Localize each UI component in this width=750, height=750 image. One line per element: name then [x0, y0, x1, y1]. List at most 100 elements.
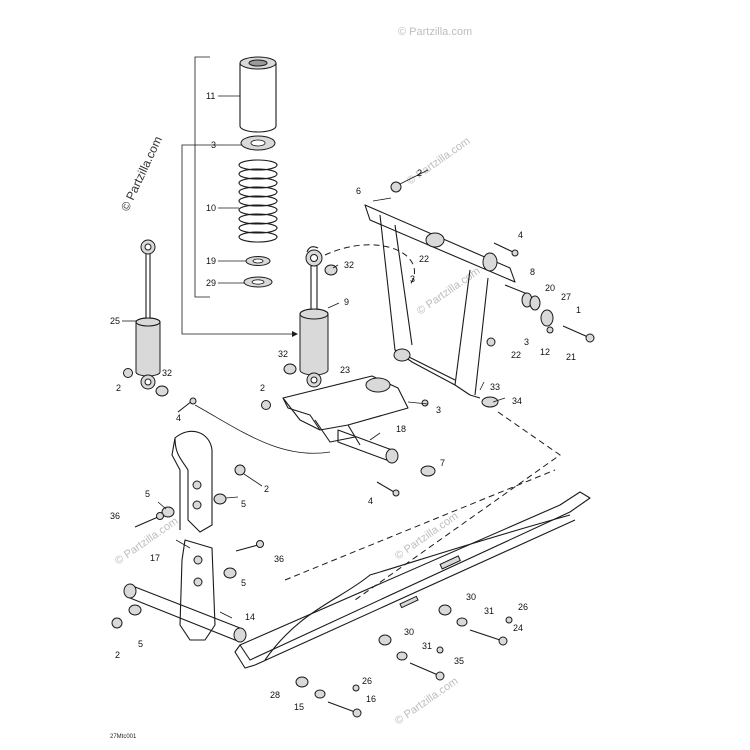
callout-2: 2 — [260, 383, 265, 393]
brand-watermark: © Partzilla.com — [118, 134, 165, 213]
nut-2-center — [261, 400, 271, 410]
shaft-8 — [504, 284, 533, 308]
callout-16: 16 — [366, 694, 376, 704]
bolt-4-center — [376, 481, 400, 497]
callout-8: 8 — [530, 267, 535, 277]
callout-28: 28 — [270, 690, 280, 700]
callout-34: 34 — [512, 396, 522, 406]
callout-20: 20 — [545, 283, 555, 293]
bolts-36 — [134, 512, 264, 552]
callout-2: 2 — [264, 484, 269, 494]
nut-3-center — [421, 399, 429, 407]
shock-absorber-25 — [135, 239, 161, 390]
bolt-4-left — [177, 397, 197, 413]
callout-22: 22 — [511, 350, 521, 360]
spring-seat-3 — [240, 135, 276, 151]
pivot-arm-23 — [282, 375, 409, 446]
dashed-leader-top — [324, 244, 415, 286]
callout-labels: 11 3 10 19 29 25 2 32 4 9 32 32 2 23 3 1… — [110, 91, 581, 712]
callout-30: 30 — [466, 592, 476, 602]
callout-12: 12 — [540, 347, 550, 357]
rail-bracket-lower — [179, 539, 216, 641]
callout-4: 4 — [518, 230, 523, 240]
callout-31: 31 — [422, 641, 432, 651]
washer-29 — [243, 276, 273, 288]
front-arm-6 — [364, 204, 516, 408]
callout-30: 30 — [404, 627, 414, 637]
callout-5: 5 — [138, 639, 143, 649]
watermark-text: © Partzilla.com — [393, 675, 461, 727]
callout-2: 2 — [417, 168, 422, 178]
callout-17: 17 — [150, 553, 160, 563]
callout-29: 29 — [206, 278, 216, 288]
callout-5: 5 — [241, 499, 246, 509]
callout-32: 32 — [162, 368, 172, 378]
washer-19 — [245, 256, 271, 266]
nut-22-12 — [486, 326, 554, 347]
callout-32: 32 — [278, 349, 288, 359]
callout-31: 31 — [484, 606, 494, 616]
callout-25: 25 — [110, 316, 120, 326]
callout-21: 21 — [566, 352, 576, 362]
nut-2-left — [123, 368, 133, 378]
nut-2-top — [390, 181, 402, 193]
callout-4: 4 — [368, 496, 373, 506]
dashed-leader-right — [354, 411, 561, 601]
callout-3: 3 — [524, 337, 529, 347]
callout-5: 5 — [145, 489, 150, 499]
axle-18 — [337, 429, 399, 464]
leader-lines — [122, 95, 506, 619]
callout-22: 22 — [419, 254, 429, 264]
callout-33: 33 — [490, 382, 500, 392]
callout-15: 15 — [294, 702, 304, 712]
callout-5: 5 — [241, 578, 246, 588]
rail-bracket-17 — [171, 430, 213, 533]
callout-23: 23 — [340, 365, 350, 375]
dashed-leader-mid — [284, 469, 556, 581]
callout-10: 10 — [206, 203, 216, 213]
callout-36: 36 — [274, 554, 284, 564]
callout-14: 14 — [245, 612, 255, 622]
callout-24: 24 — [513, 623, 523, 633]
callout-4: 4 — [176, 413, 181, 423]
callout-7: 7 — [440, 458, 445, 468]
exploded-bracket — [181, 56, 298, 337]
callout-27: 27 — [561, 292, 571, 302]
assembly-arrow — [194, 404, 331, 454]
washer-7 — [420, 465, 436, 477]
boot-11 — [239, 56, 277, 133]
bolt-1-21 — [562, 325, 595, 343]
washers-5 — [128, 493, 237, 616]
drawing-code: 27Mtc001 — [110, 734, 137, 740]
callout-3: 3 — [410, 274, 415, 284]
callout-18: 18 — [396, 424, 406, 434]
callout-3: 3 — [211, 140, 216, 150]
callout-2: 2 — [116, 383, 121, 393]
watermark-text: © Partzilla.com — [113, 515, 181, 567]
cross-shaft-14 — [123, 583, 247, 643]
shock-absorber-9 — [299, 246, 329, 388]
callout-26: 26 — [518, 602, 528, 612]
rail-hardware — [295, 604, 513, 718]
callout-3: 3 — [436, 405, 441, 415]
watermark-text: © Partzilla.com — [398, 26, 472, 38]
watermark-text: © Partzilla.com — [405, 135, 473, 187]
callout-9: 9 — [344, 297, 349, 307]
callout-19: 19 — [206, 256, 216, 266]
callout-26: 26 — [362, 676, 372, 686]
coil-spring-10 — [238, 159, 278, 243]
callout-11: 11 — [206, 91, 215, 101]
watermark-text: © Partzilla.com — [415, 265, 483, 317]
slide-rail — [234, 491, 591, 669]
callout-6: 6 — [356, 186, 361, 196]
bushing-32-left — [155, 385, 169, 397]
bushing-32-center-bottom — [283, 363, 297, 375]
watermark-text: © Partzilla.com — [393, 510, 461, 562]
callout-2: 2 — [115, 650, 120, 660]
callout-1: 1 — [576, 305, 581, 315]
callout-36: 36 — [110, 511, 120, 521]
callout-35: 35 — [454, 656, 464, 666]
nuts-2-bracket — [111, 464, 246, 629]
